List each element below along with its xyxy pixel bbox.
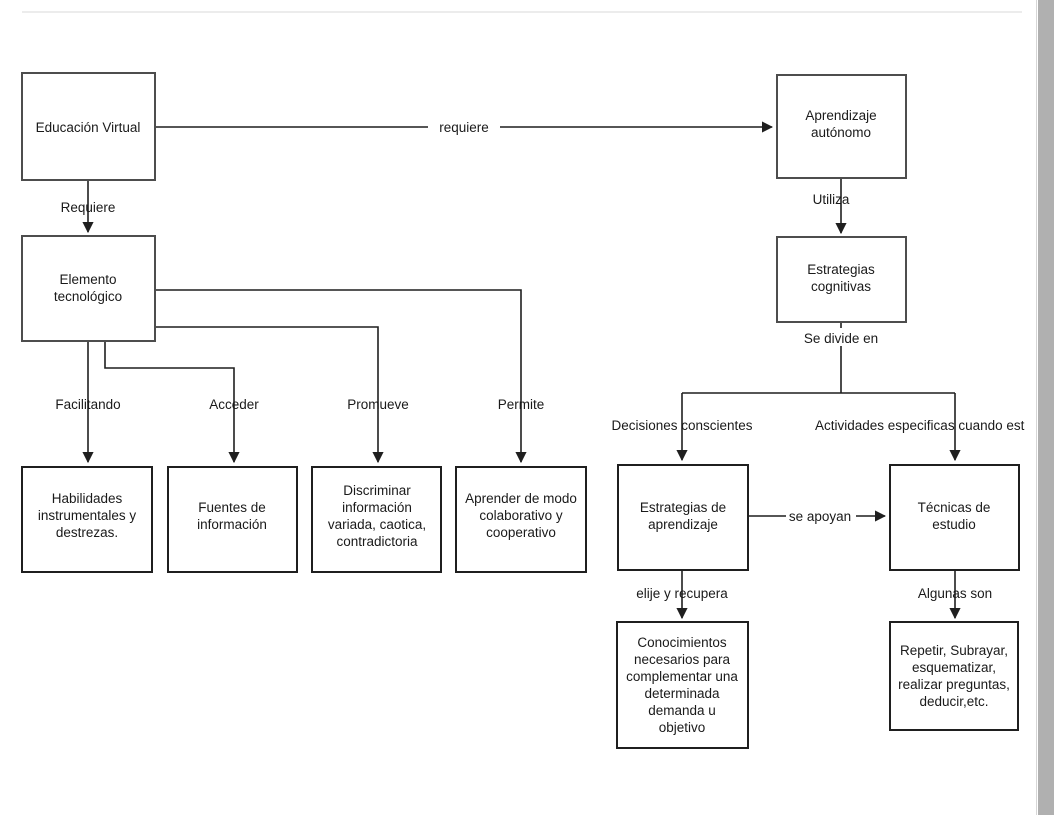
node-label-repetir-4: deducir,etc. (919, 694, 988, 709)
node-label-habilidades-2: instrumentales y (38, 508, 137, 523)
node-label-conocimientos-6: objetivo (659, 720, 706, 735)
edge-label-utiliza: Utiliza (813, 192, 850, 207)
node-label-discriminar-1: Discriminar (343, 483, 411, 498)
node-fuentes[interactable]: Fuentes de información (167, 466, 298, 573)
node-label-discriminar-4: contradictoria (336, 534, 418, 549)
edge-label-actividades-especificas: Actividades especificas cuando est (815, 418, 1025, 433)
node-label-conocimientos-2: necesarios para (634, 652, 731, 667)
page-top-rule (22, 11, 1022, 13)
node-label-aprendizaje-autonomo-2: autónomo (811, 125, 871, 140)
node-label-conocimientos-5: demanda u (648, 703, 716, 718)
edge-label-promueve: Promueve (347, 397, 409, 412)
node-label-fuentes-2: información (197, 517, 267, 532)
node-aprender-de-modo[interactable]: Aprender de modo colaborativo y cooperat… (455, 466, 587, 573)
node-educacion-virtual[interactable]: Educación Virtual (21, 72, 156, 181)
node-habilidades[interactable]: Habilidades instrumentales y destrezas. (21, 466, 153, 573)
edge-label-layer: requiere Requiere Facilitando Acceder Pr… (55, 118, 1025, 601)
node-label-repetir-1: Repetir, Subrayar, (900, 643, 1008, 658)
node-label-discriminar-2: información (342, 500, 412, 515)
node-aprendizaje-autonomo[interactable]: Aprendizaje autónomo (776, 74, 907, 179)
node-label-aprender-2: colaborativo y (479, 508, 563, 523)
node-label-repetir-2: esquematizar, (912, 660, 996, 675)
node-label-conocimientos-1: Conocimientos (637, 635, 727, 650)
node-label-estrategias-aprendizaje-2: aprendizaje (648, 517, 718, 532)
edge-label-se-divide-en: Se divide en (804, 331, 878, 346)
node-label-educacion-virtual: Educación Virtual (36, 120, 141, 135)
node-estrategias-cognitivas[interactable]: Estrategias cognitivas (776, 236, 907, 323)
node-label-conocimientos-3: complementar una (626, 669, 738, 684)
node-label-habilidades-3: destrezas. (56, 525, 118, 540)
node-label-estrategias-cognitivas-2: cognitivas (811, 279, 871, 294)
edge-label-algunas-son: Algunas son (918, 586, 992, 601)
node-label-elemento-tecnologico-1: Elemento (59, 272, 116, 287)
node-label-aprendizaje-autonomo-1: Aprendizaje (805, 108, 876, 123)
node-tecnicas-de-estudio[interactable]: Técnicas de estudio (889, 464, 1020, 571)
node-label-fuentes-1: Fuentes de (198, 500, 266, 515)
edge-label-facilitando: Facilitando (55, 397, 120, 412)
vertical-scrollbar-track[interactable] (1036, 0, 1055, 815)
edge-label-se-apoyan: se apoyan (789, 509, 851, 524)
node-label-discriminar-3: variada, caotica, (328, 517, 426, 532)
node-label-tecnicas-estudio-1: Técnicas de (918, 500, 991, 515)
vertical-scrollbar-thumb[interactable] (1038, 0, 1054, 815)
node-label-habilidades-1: Habilidades (52, 491, 123, 506)
edge-acceder-line (104, 341, 240, 464)
edge-permite-line (155, 289, 527, 464)
node-conocimientos[interactable]: Conocimientos necesarios para complement… (616, 621, 749, 749)
node-label-elemento-tecnologico-2: tecnológico (54, 289, 122, 304)
node-layer: Educación Virtual Elemento tecnológico H… (21, 72, 1020, 749)
node-repetir[interactable]: Repetir, Subrayar, esquematizar, realiza… (889, 621, 1019, 731)
node-label-aprender-3: cooperativo (486, 525, 556, 540)
edge-label-requiere-2: Requiere (61, 200, 116, 215)
node-label-conocimientos-4: determinada (644, 686, 720, 701)
node-label-tecnicas-estudio-2: estudio (932, 517, 976, 532)
edge-label-permite: Permite (498, 397, 545, 412)
node-label-estrategias-aprendizaje-1: Estrategias de (640, 500, 726, 515)
node-label-aprender-1: Aprender de modo (465, 491, 577, 506)
node-discriminar[interactable]: Discriminar información variada, caotica… (311, 466, 442, 573)
edge-label-acceder: Acceder (209, 397, 259, 412)
edge-label-requiere: requiere (439, 120, 489, 135)
node-label-estrategias-cognitivas-1: Estrategias (807, 262, 875, 277)
node-elemento-tecnologico[interactable]: Elemento tecnológico (21, 235, 156, 342)
connector-layer (82, 121, 961, 620)
node-estrategias-de-aprendizaje[interactable]: Estrategias de aprendizaje (617, 464, 749, 571)
edge-label-decisiones-conscientes: Decisiones conscientes (611, 418, 752, 433)
node-label-repetir-3: realizar preguntas, (898, 677, 1010, 692)
edge-label-elije-y-recupera: elije y recupera (636, 586, 728, 601)
edge-promueve-line (155, 326, 384, 464)
